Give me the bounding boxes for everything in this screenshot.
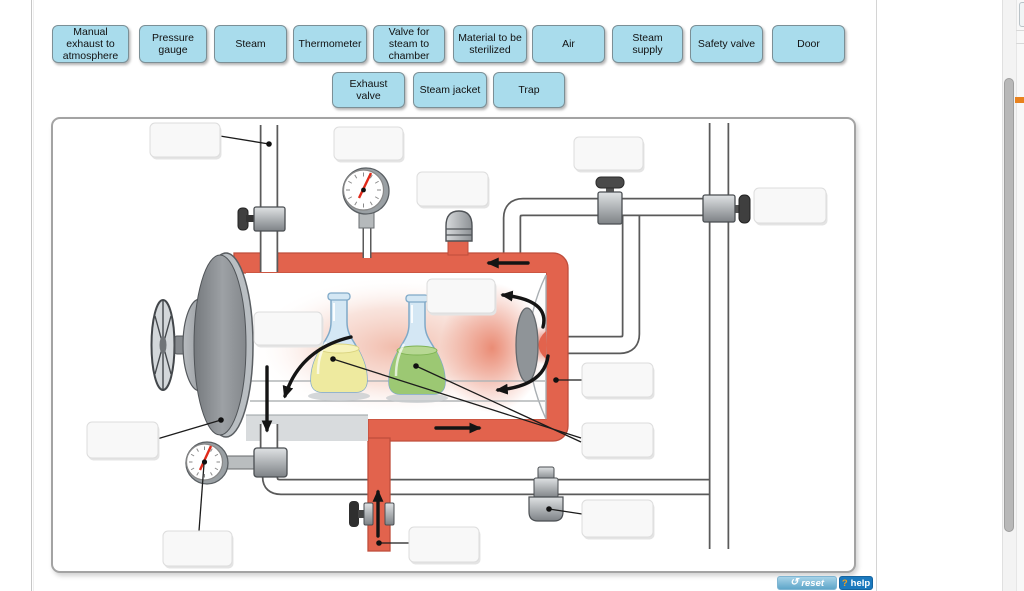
word-chip-steam-jacket[interactable]: Steam jacket (413, 72, 487, 108)
word-chip-safety-valve[interactable]: Safety valve (690, 25, 763, 63)
drop-box-9[interactable] (581, 422, 654, 458)
column-divider (876, 0, 877, 591)
word-chip-material[interactable]: Material to be sterilized (453, 25, 527, 63)
drop-box-13[interactable] (581, 499, 654, 538)
reset-button[interactable]: ↺ reset (777, 576, 837, 590)
pipes-front (259, 125, 372, 272)
content-left-border (31, 0, 32, 591)
chamber-port (515, 307, 539, 383)
adjacent-panel-accent-bar (1015, 97, 1024, 103)
trap-device (528, 466, 564, 522)
drop-box-2[interactable] (333, 126, 404, 161)
steam-nozzle (538, 331, 546, 359)
drop-box-11[interactable] (162, 530, 233, 567)
reset-label: reset (801, 577, 825, 589)
help-button[interactable]: ? help (839, 576, 873, 590)
content-left-border-inner (33, 0, 34, 591)
adjacent-panel-button-edge (1019, 2, 1024, 27)
flask-yellow (310, 292, 368, 393)
word-chip-door[interactable]: Door (772, 25, 845, 63)
steam-to-chamber-valve (595, 176, 625, 225)
word-chip-manual-exhaust[interactable]: Manual exhaust to atmosphere (52, 25, 129, 63)
word-chip-pressure-gauge[interactable]: Pressure gauge (139, 25, 207, 63)
reset-icon: ↺ (789, 577, 799, 588)
help-question-icon: ? (841, 577, 848, 589)
gauge-needle (357, 172, 373, 199)
safety-valve-device (445, 210, 473, 242)
word-chip-trap[interactable]: Trap (493, 72, 565, 108)
thermometer-needle (198, 445, 213, 471)
air-curved-arrow (282, 335, 353, 399)
exhaust-valve-device (237, 206, 286, 232)
adjacent-panel-line (1016, 30, 1024, 31)
flask-green (388, 294, 446, 395)
pointer-lines (156, 135, 583, 546)
help-label: help (850, 577, 871, 589)
air-circulation-arrow-lower (495, 354, 550, 395)
word-chip-air[interactable]: Air (532, 25, 605, 63)
supply-valve (702, 194, 751, 224)
drop-box-12[interactable] (408, 526, 480, 563)
flasks (308, 292, 448, 403)
flow-arrows (261, 257, 550, 538)
ejector-fitting (253, 447, 288, 478)
word-chip-thermometer[interactable]: Thermometer (293, 25, 367, 63)
word-chip-steam[interactable]: Steam (214, 25, 287, 63)
drop-box-5[interactable] (753, 187, 827, 224)
vertical-scrollbar-thumb[interactable] (1004, 78, 1014, 532)
drop-box-6[interactable] (426, 278, 496, 314)
word-chip-valve-steam-chamber[interactable]: Valve for steam to chamber (373, 25, 445, 63)
drop-box-8[interactable] (581, 362, 654, 398)
drop-box-3[interactable] (416, 171, 489, 207)
word-chip-exhaust-valve[interactable]: Exhaust valve (332, 72, 405, 108)
adjacent-panel-line (1016, 43, 1024, 44)
air-circulation-arrow-upper (500, 290, 546, 329)
drop-box-10[interactable] (86, 421, 159, 459)
drop-boxes (86, 122, 828, 569)
adjacent-panel-edge (1016, 0, 1024, 591)
drop-box-4[interactable] (573, 136, 644, 171)
drop-box-7[interactable] (253, 311, 323, 346)
thermometer-assembly (185, 441, 288, 485)
riser-valve (349, 501, 395, 527)
door (150, 252, 254, 438)
pressure-gauge (342, 167, 390, 229)
drop-box-1[interactable] (149, 122, 221, 158)
word-chip-steam-supply[interactable]: Steam supply (612, 25, 683, 63)
